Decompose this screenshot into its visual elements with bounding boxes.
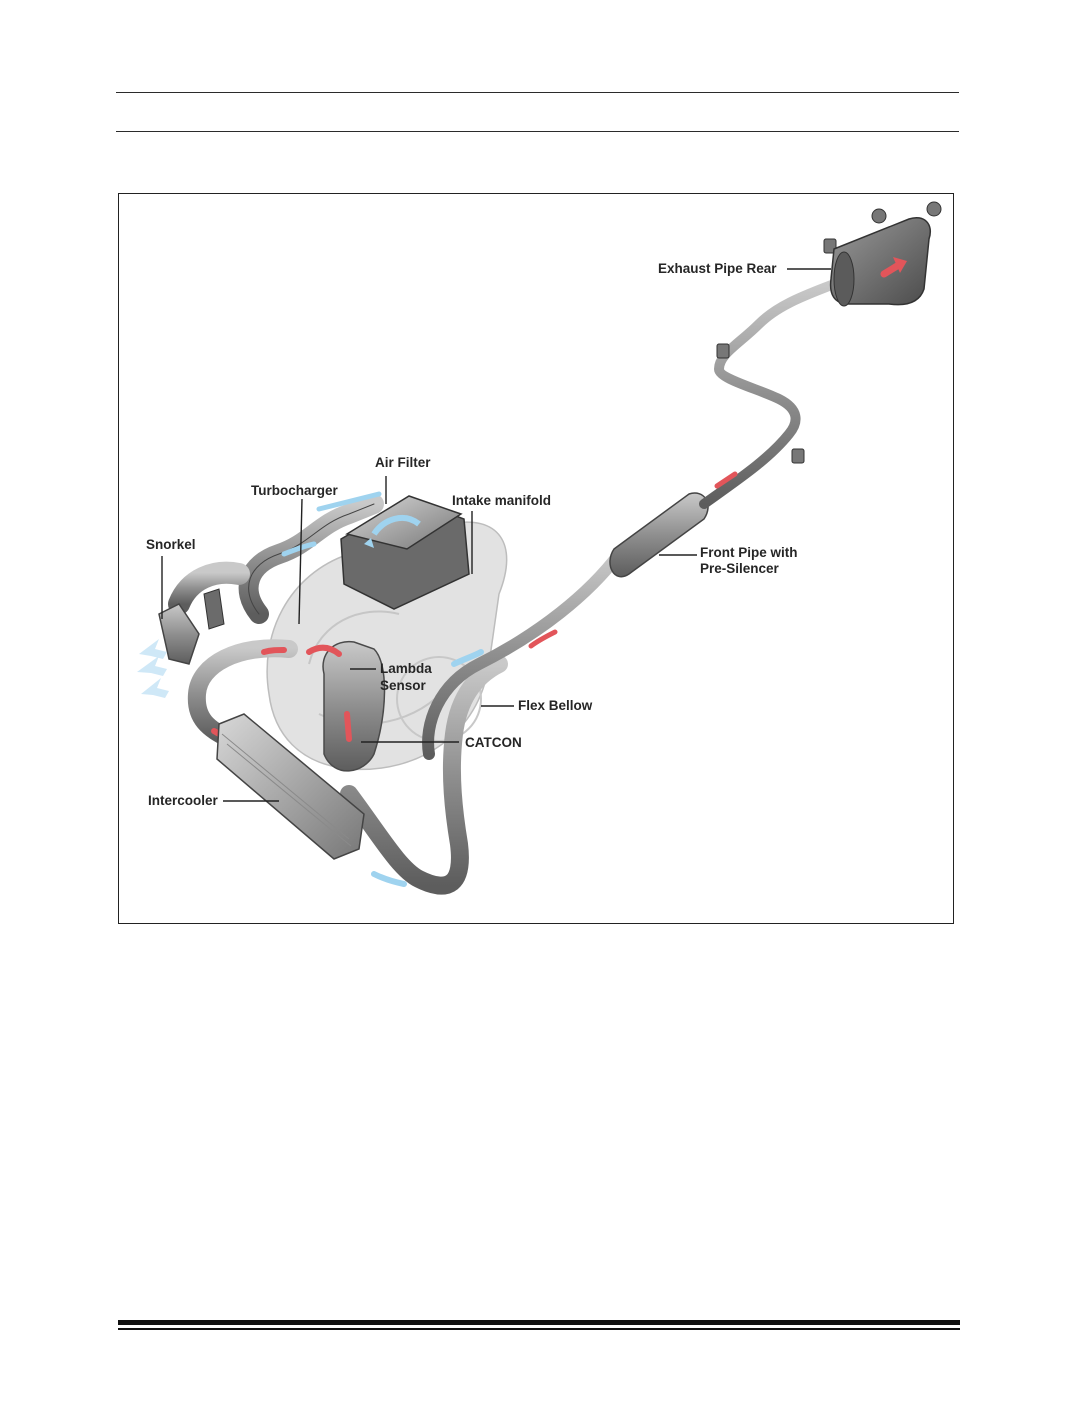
label-lambda-line2: Sensor — [380, 678, 426, 693]
intercooler — [216, 713, 365, 860]
incoming-air-arrows — [137, 639, 169, 698]
label-air-filter: Air Filter — [375, 455, 431, 470]
label-snorkel: Snorkel — [146, 537, 196, 552]
front-pipe — [422, 548, 625, 760]
footer-rule-thin — [118, 1328, 960, 1330]
air-filter-box — [340, 495, 470, 610]
label-intake-manifold: Intake manifold — [452, 493, 552, 508]
pipe-hangers — [716, 201, 942, 464]
label-turbocharger: Turbocharger — [251, 483, 338, 498]
exhaust-gas-arrows — [306, 644, 352, 742]
pre-silencer — [609, 492, 709, 578]
label-lambda-line1: Lambda — [380, 661, 432, 676]
rear-muffler — [829, 217, 931, 307]
label-catcon: CATCON — [465, 735, 522, 750]
exhaust-intake-illustration — [137, 201, 942, 895]
charge-air-loop — [187, 639, 508, 895]
label-exhaust-pipe-rear: Exhaust Pipe Rear — [658, 261, 777, 276]
catcon-body — [322, 640, 386, 772]
header-rule-bottom — [116, 131, 959, 132]
mid-rear-pipe — [699, 279, 839, 509]
intake-tubes — [168, 491, 384, 624]
snorkel — [158, 588, 225, 665]
label-intercooler: Intercooler — [148, 793, 218, 808]
footer-rule-thick — [118, 1320, 960, 1325]
diagram-frame: Exhaust Pipe Rear Air Filter Turbocharge… — [118, 193, 954, 924]
label-flex-bellow: Flex Bellow — [518, 698, 593, 713]
label-front-pipe-line2: Pre-Silencer — [700, 561, 779, 576]
leader-lines — [161, 268, 831, 802]
label-front-pipe-line1: Front Pipe with — [700, 545, 798, 560]
header-rule-top — [116, 92, 959, 93]
